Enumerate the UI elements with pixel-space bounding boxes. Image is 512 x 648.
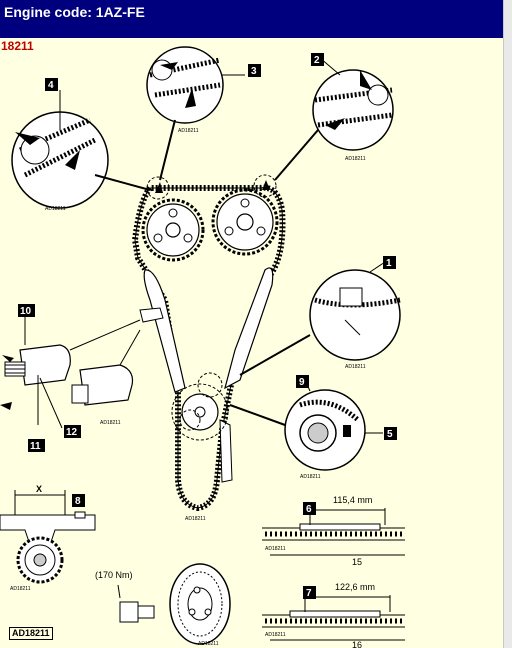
- svg-text:AD18211: AD18211: [45, 206, 66, 212]
- detail-4-view: [11, 90, 151, 209]
- svg-text:AD18211: AD18211: [10, 586, 31, 592]
- exhaust-cam-sprocket: [211, 188, 279, 256]
- svg-text:4: 4: [48, 80, 54, 91]
- callout-6: 6: [303, 502, 316, 515]
- callout-11: 11: [28, 439, 45, 452]
- callout-3: 3: [248, 64, 261, 77]
- svg-text:3: 3: [251, 66, 257, 77]
- vibration-damper-guide: [224, 267, 274, 390]
- link-count-15: 15: [352, 557, 362, 567]
- gauge-x-label: X: [36, 484, 42, 494]
- svg-text:AD18211: AD18211: [300, 474, 321, 480]
- callout-7: 7: [303, 586, 316, 599]
- callout-4: 4: [45, 78, 58, 91]
- detail-3-view: [146, 46, 245, 181]
- svg-text:AD18211: AD18211: [100, 420, 121, 426]
- callout-12: 12: [64, 425, 81, 438]
- chain-measure-2: [262, 595, 405, 641]
- svg-text:AD18211: AD18211: [198, 641, 219, 647]
- doc-number: 18211: [1, 39, 34, 53]
- page-title: Engine code: 1AZ-FE: [4, 4, 145, 20]
- svg-text:AD18211: AD18211: [265, 546, 286, 552]
- crankshaft-sprocket: [171, 383, 229, 441]
- svg-text:AD18211: AD18211: [185, 516, 206, 522]
- svg-text:6: 6: [306, 504, 312, 515]
- figure-code: AD18211: [9, 627, 53, 640]
- svg-text:9: 9: [299, 377, 305, 388]
- callout-9: 9: [296, 375, 309, 388]
- crank-pulley: [169, 563, 231, 645]
- caliper-measurement: [0, 490, 96, 584]
- tensioner-slipper: [143, 269, 186, 393]
- detail-2-view: [274, 57, 394, 181]
- callout-8: 8: [72, 494, 85, 507]
- svg-text:AD18211: AD18211: [265, 632, 286, 638]
- svg-text:AD18211: AD18211: [345, 156, 366, 162]
- dim-115-label: 115,4 mm: [333, 495, 372, 505]
- svg-text:AD18211: AD18211: [178, 128, 199, 134]
- svg-text:8: 8: [75, 496, 81, 507]
- callout-2: 2: [311, 53, 324, 66]
- dim-122-label: 122,6 mm: [335, 582, 375, 592]
- svg-text:5: 5: [387, 429, 393, 440]
- svg-text:11: 11: [30, 441, 41, 452]
- svg-text:10: 10: [20, 306, 32, 317]
- chain-measure-1: [262, 508, 405, 556]
- title-bar: Engine code: 1AZ-FE: [0, 0, 503, 38]
- callout-1: 1: [383, 256, 396, 269]
- chain-tensioner: [0, 307, 164, 429]
- svg-text:2: 2: [314, 55, 320, 66]
- svg-text:AD18211: AD18211: [345, 364, 366, 370]
- link-count-16: 16: [352, 640, 362, 648]
- detail-1-view: [239, 261, 401, 376]
- torque-label: (170 Nm): [95, 570, 133, 580]
- svg-text:12: 12: [66, 427, 78, 438]
- svg-text:7: 7: [306, 588, 312, 599]
- callout-10: 10: [18, 304, 35, 317]
- crank-bolt: [117, 584, 155, 623]
- callout-5: 5: [384, 427, 397, 440]
- detail-5-view: [229, 379, 383, 471]
- intake-cam-sprocket: [141, 198, 205, 262]
- svg-text:1: 1: [386, 258, 392, 269]
- lower-guide: [219, 419, 233, 483]
- vertical-scrollbar[interactable]: [503, 0, 512, 648]
